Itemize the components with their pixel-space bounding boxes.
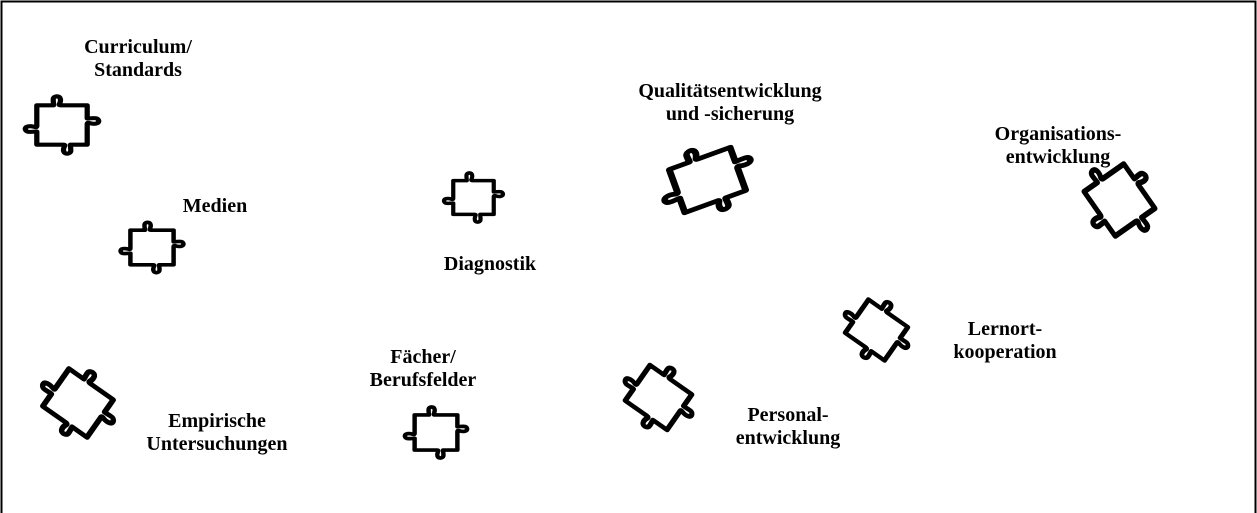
topic-label-medien: Medien — [182, 195, 248, 217]
puzzle-piece-icon — [824, 290, 929, 370]
topic-label-qualitaet: Qualitätsentwicklung und -sicherung — [638, 80, 822, 125]
puzzle-piece-icon — [22, 70, 102, 180]
puzzle-piece-icon — [386, 395, 486, 470]
puzzle-piece-icon — [645, 135, 770, 225]
topic-label-lernort: Lernort- kooperation — [953, 318, 1057, 363]
topic-label-diagnostik: Diagnostik — [443, 253, 537, 275]
topic-label-empirische: Empirische Untersuchungen — [146, 410, 288, 455]
topic-label-faecher: Fächer/ Berufsfelder — [369, 346, 477, 391]
puzzle-piece-icon — [28, 358, 128, 448]
topic-label-organisation: Organisations- entwicklung — [994, 123, 1122, 168]
puzzle-piece-icon — [426, 160, 521, 235]
topic-label-personal: Personal- entwicklung — [735, 404, 841, 449]
puzzle-piece-icon — [606, 355, 711, 440]
topic-label-curriculum: Curriculum/ Standards — [84, 36, 192, 81]
